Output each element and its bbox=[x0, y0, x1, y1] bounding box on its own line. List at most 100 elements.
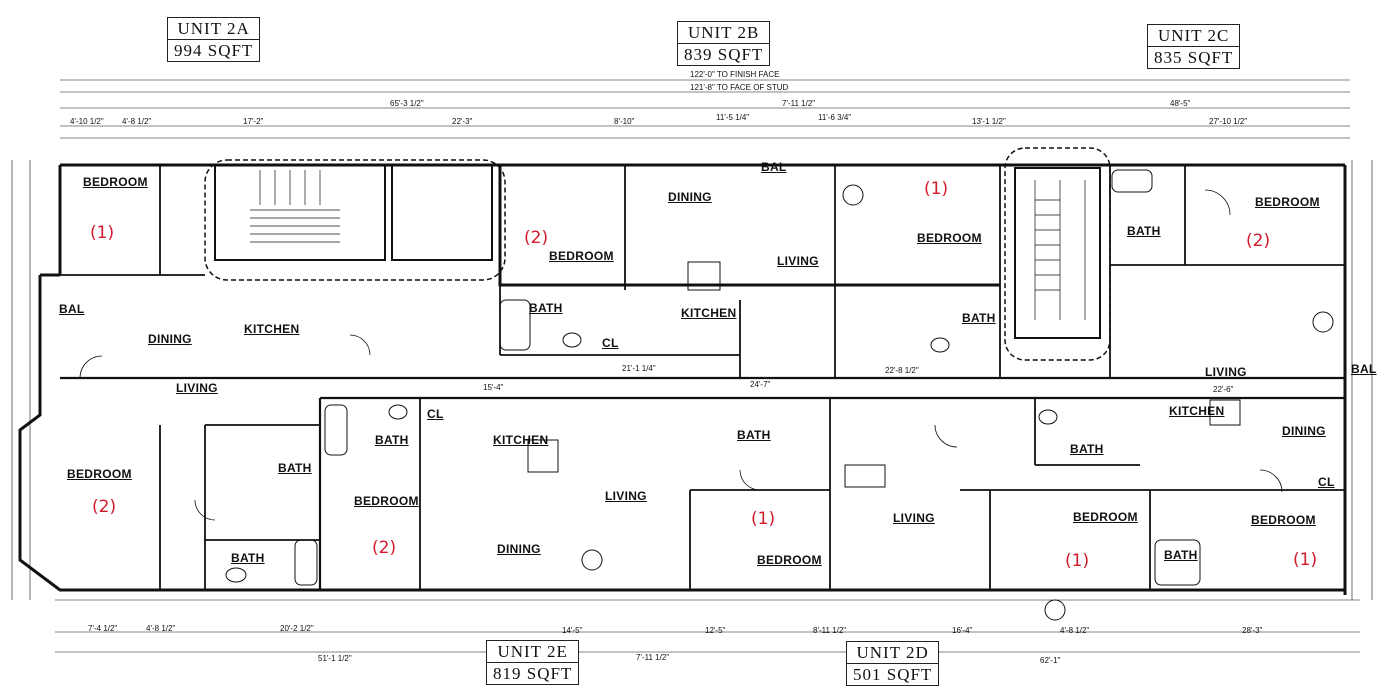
room-label-bath: BATH bbox=[529, 301, 563, 315]
bedroom-mark-two: (2) bbox=[524, 228, 549, 248]
unit-tag-2d: UNIT 2D 501 SQFT bbox=[846, 641, 940, 686]
dimension: 22'-6" bbox=[1213, 385, 1234, 394]
dimension-overall-finish: 122'-0" TO FINISH FACE bbox=[690, 70, 780, 79]
dimension: 7'-11 1/2" bbox=[782, 99, 816, 108]
unit-name: UNIT 2C bbox=[1148, 25, 1240, 47]
bedroom-mark-two: (2) bbox=[1246, 231, 1271, 251]
unit-area: 835 SQFT bbox=[1154, 48, 1234, 67]
bedroom-mark-two: (2) bbox=[92, 497, 117, 517]
dimension: 14'-5" bbox=[562, 626, 583, 635]
dimension: 13'-1 1/2" bbox=[972, 117, 1006, 126]
stair-core-left bbox=[204, 159, 506, 281]
dimension: 11'-6 3/4" bbox=[818, 113, 852, 122]
room-label-kitchen: KITCHEN bbox=[244, 322, 300, 336]
unit-area: 994 SQFT bbox=[174, 41, 254, 60]
unit-area: 501 SQFT bbox=[853, 665, 933, 684]
room-label-bedroom: BEDROOM bbox=[1073, 510, 1138, 524]
dimension: 62'-1" bbox=[1040, 656, 1061, 665]
room-label-cl: CL bbox=[602, 336, 619, 350]
room-label-bedroom: BEDROOM bbox=[83, 175, 148, 189]
room-label-bedroom: BEDROOM bbox=[757, 553, 822, 567]
bedroom-mark-one: (1) bbox=[90, 223, 115, 243]
room-label-bal: BAL bbox=[761, 160, 787, 174]
room-label-kitchen: KITCHEN bbox=[681, 306, 737, 320]
room-label-living: LIVING bbox=[176, 381, 218, 395]
unit-name: UNIT 2B bbox=[678, 22, 770, 44]
corridor-walls bbox=[60, 376, 1345, 590]
room-label-dining: DINING bbox=[497, 542, 541, 556]
bedroom-mark-one: (1) bbox=[1065, 551, 1090, 571]
room-label-bath: BATH bbox=[278, 461, 312, 475]
unit-area: 839 SQFT bbox=[684, 45, 764, 64]
unit-name: UNIT 2D bbox=[847, 642, 939, 664]
room-label-bedroom: BEDROOM bbox=[917, 231, 982, 245]
room-label-bath: BATH bbox=[1164, 548, 1198, 562]
unit-tag-2c: UNIT 2C 835 SQFT bbox=[1147, 24, 1241, 69]
unit-area: 819 SQFT bbox=[493, 664, 573, 683]
bedroom-mark-two: (2) bbox=[372, 538, 397, 558]
dimension: 4'-10 1/2" bbox=[70, 117, 104, 126]
dimension-top-left-run: 65'-3 1/2" bbox=[390, 99, 424, 108]
room-label-bal: BAL bbox=[1351, 362, 1377, 376]
room-label-dining: DINING bbox=[668, 190, 712, 204]
dimension: 21'-1 1/4" bbox=[622, 364, 656, 373]
stair-core-right bbox=[1004, 147, 1111, 361]
dimension: 27'-10 1/2" bbox=[1209, 117, 1248, 126]
dimension: 22'-8 1/2" bbox=[885, 366, 919, 375]
dimension: 4'-8 1/2" bbox=[122, 117, 152, 126]
room-label-kitchen: KITCHEN bbox=[1169, 404, 1225, 418]
room-label-bath: BATH bbox=[737, 428, 771, 442]
dimension: 17'-2" bbox=[243, 117, 264, 126]
dimension: 28'-3" bbox=[1242, 626, 1263, 635]
room-label-bath: BATH bbox=[1127, 224, 1161, 238]
room-label-bath: BATH bbox=[231, 551, 265, 565]
bedroom-mark-one: (1) bbox=[1293, 550, 1318, 570]
room-label-bath: BATH bbox=[962, 311, 996, 325]
dimension: 4'-8 1/2" bbox=[146, 624, 176, 633]
room-label-bedroom: BEDROOM bbox=[354, 494, 419, 508]
room-label-bedroom: BEDROOM bbox=[549, 249, 614, 263]
unit-tag-2a: UNIT 2A 994 SQFT bbox=[167, 17, 261, 62]
dimension: 7'-11 1/2" bbox=[636, 653, 670, 662]
dimension: 4'-8 1/2" bbox=[1060, 626, 1090, 635]
bedroom-mark-one: (1) bbox=[924, 179, 949, 199]
unit-tag-2e: UNIT 2E 819 SQFT bbox=[486, 640, 580, 685]
dimension: 8'-11 1/2" bbox=[813, 626, 847, 635]
room-label-living: LIVING bbox=[605, 489, 647, 503]
dimension: 8'-10" bbox=[614, 117, 635, 126]
dimension: 11'-5 1/4" bbox=[716, 113, 750, 122]
dimension: 12'-5" bbox=[705, 626, 726, 635]
room-label-dining: DINING bbox=[148, 332, 192, 346]
dimension: 51'-1 1/2" bbox=[318, 654, 352, 663]
room-label-bedroom: BEDROOM bbox=[1251, 513, 1316, 527]
room-label-dining: DINING bbox=[1282, 424, 1326, 438]
dimension: 15'-4" bbox=[483, 383, 504, 392]
room-label-cl: CL bbox=[427, 407, 444, 421]
interior-walls bbox=[60, 165, 1345, 590]
dimension-overall-stud: 121'-8" TO FACE OF STUD bbox=[690, 83, 789, 92]
bedroom-mark-one: (1) bbox=[751, 509, 776, 529]
dimension: 22'-3" bbox=[452, 117, 473, 126]
unit-name: UNIT 2E bbox=[487, 641, 579, 663]
unit-tag-2b: UNIT 2B 839 SQFT bbox=[677, 21, 771, 66]
room-label-bedroom: BEDROOM bbox=[67, 467, 132, 481]
room-label-bedroom: BEDROOM bbox=[1255, 195, 1320, 209]
room-label-bal: BAL bbox=[59, 302, 85, 316]
room-label-cl: CL bbox=[1318, 475, 1335, 489]
dimension: 7'-4 1/2" bbox=[88, 624, 118, 633]
room-label-living: LIVING bbox=[1205, 365, 1247, 379]
door-swings bbox=[79, 189, 1283, 521]
dimension-lines bbox=[11, 79, 1373, 653]
dimension-top-right-run: 48'-5" bbox=[1170, 99, 1191, 108]
room-label-bath: BATH bbox=[375, 433, 409, 447]
unit-name: UNIT 2A bbox=[168, 18, 260, 40]
room-label-kitchen: KITCHEN bbox=[493, 433, 549, 447]
dimension: 24'-7" bbox=[750, 380, 771, 389]
dimension: 20'-2 1/2" bbox=[280, 624, 314, 633]
dimension: 16'-4" bbox=[952, 626, 973, 635]
fixtures bbox=[225, 169, 1334, 621]
room-label-living: LIVING bbox=[893, 511, 935, 525]
room-label-bath: BATH bbox=[1070, 442, 1104, 456]
room-label-living: LIVING bbox=[777, 254, 819, 268]
